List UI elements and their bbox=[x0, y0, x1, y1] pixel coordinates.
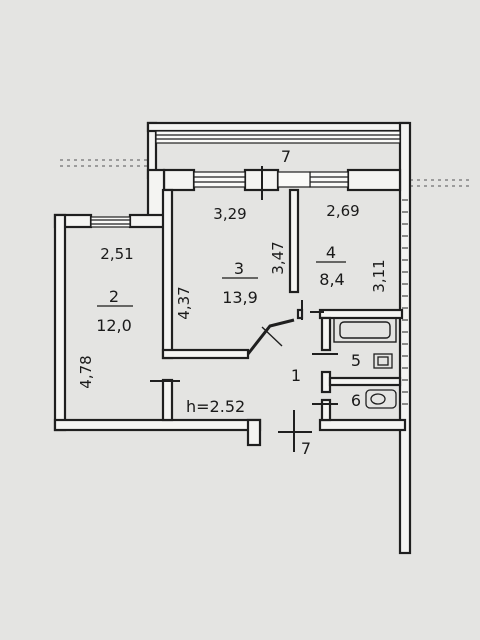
room3-area: 13,9 bbox=[222, 288, 258, 307]
wall-hatch bbox=[402, 199, 408, 405]
door-mark bbox=[261, 326, 283, 347]
room5-number: 5 bbox=[351, 351, 361, 370]
room4-width: 2,69 bbox=[326, 202, 359, 220]
room3-number: 3 bbox=[234, 259, 244, 278]
room6-number: 6 bbox=[351, 391, 361, 410]
door-ticks bbox=[150, 166, 338, 452]
room2-width: 2,51 bbox=[100, 245, 133, 263]
room4-length: 3,11 bbox=[370, 259, 388, 292]
room4-area: 8,4 bbox=[319, 270, 344, 289]
sink bbox=[373, 353, 393, 369]
room4-number: 4 bbox=[326, 243, 336, 262]
room2-area: 12,0 bbox=[96, 316, 132, 335]
room2-length: 4,78 bbox=[77, 355, 95, 388]
context-lines bbox=[60, 159, 470, 187]
entrance-label: 7 bbox=[301, 439, 311, 458]
room3-side: 3,47 bbox=[269, 241, 287, 274]
toilet bbox=[365, 389, 397, 409]
room3-width: 3,29 bbox=[213, 205, 246, 223]
room1-number: 1 bbox=[291, 366, 301, 385]
walls bbox=[53, 121, 412, 555]
diagonal-wall bbox=[246, 318, 295, 355]
windows bbox=[90, 130, 401, 228]
bathtub bbox=[333, 317, 397, 343]
room2-number: 2 bbox=[109, 287, 119, 306]
ceiling-height: h=2.52 bbox=[186, 397, 245, 416]
balcony-label: 7 bbox=[281, 147, 291, 166]
room3-length: 4,37 bbox=[175, 286, 193, 319]
